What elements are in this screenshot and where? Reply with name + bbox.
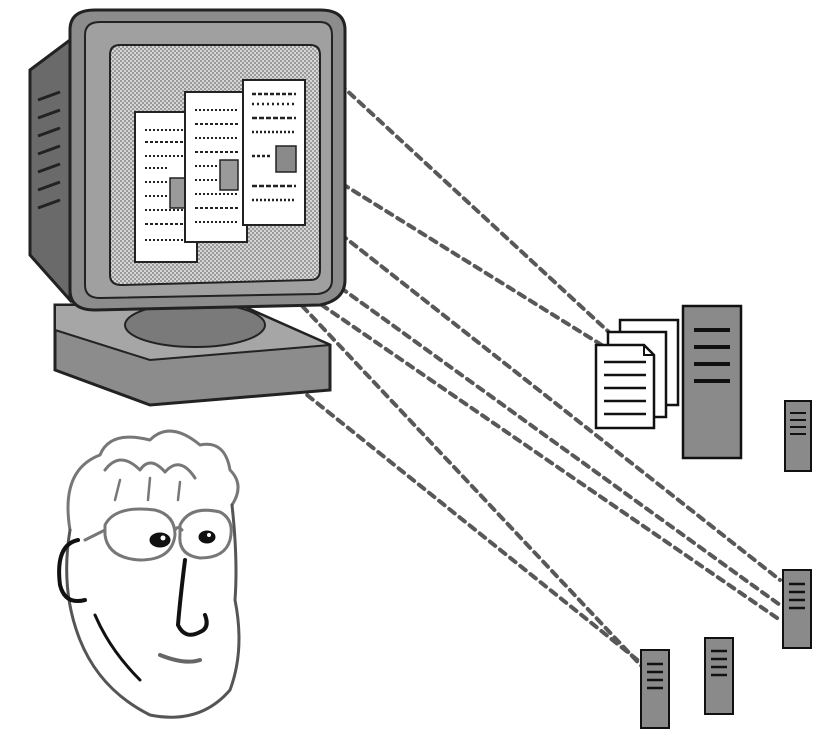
document-stack-icon <box>596 320 678 428</box>
person-with-glasses-icon <box>59 431 239 717</box>
server-icon <box>705 638 733 714</box>
server-icon <box>785 401 811 471</box>
document-page <box>596 345 654 428</box>
connection-line <box>330 75 650 370</box>
document-page <box>243 80 305 225</box>
document-page <box>185 92 247 242</box>
monitor-side <box>30 40 70 300</box>
server-tower-icon <box>683 306 741 458</box>
server-icon <box>641 650 669 728</box>
server-icon <box>783 570 811 648</box>
crt-monitor-icon <box>30 10 345 405</box>
